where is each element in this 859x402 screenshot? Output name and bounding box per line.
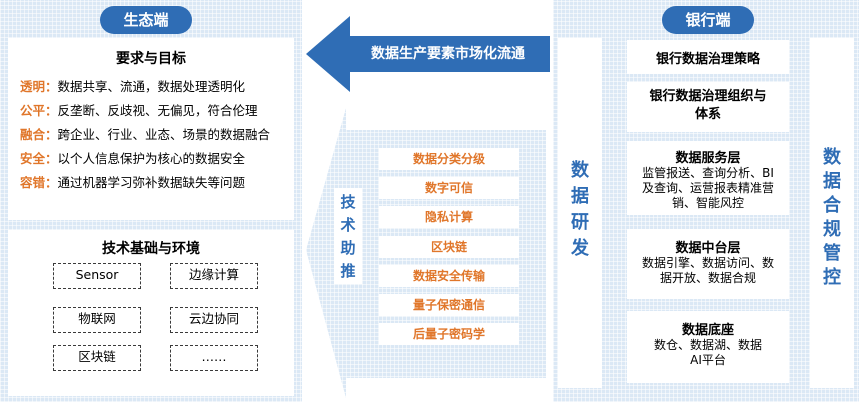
req-fusion: 融合：跨企业、行业、业态、场景的数据融合 <box>20 127 271 142</box>
foundation-title: 技术基础与环境 <box>102 241 200 257</box>
requirements-box: 要求与目标 透明：数据共享、流通，数据处理透明化 公平：反垄断、反歧视、无偏见，… <box>8 38 294 220</box>
tech-item-trust: 数字可信 <box>379 177 519 199</box>
tech-item-blockchain: 区块链 <box>379 236 519 258</box>
ecosystem-title: 生态端 <box>100 6 192 34</box>
req-security: 安全：以个人信息保护为核心的数据安全 <box>20 151 246 166</box>
foundation-item-sensor: Sensor <box>53 263 141 289</box>
foundation-box: 技术基础与环境 Sensor 边缘计算 物联网 云边协同 区块链 …… <box>8 230 294 396</box>
foundation-item-iot: 物联网 <box>53 307 141 333</box>
tech-item-postquantum: 后量子密码学 <box>379 323 519 345</box>
req-tolerance: 容错：通过机器学习弥补数据缺失等问题 <box>20 175 246 190</box>
bank-title: 银行端 <box>662 6 754 34</box>
middle-platform-box: 数据中台层 数据引擎、数据访问、数据开放、数据合规 <box>627 229 789 299</box>
bank-strategy-box: 银行数据治理策略 <box>627 40 789 74</box>
requirements-title: 要求与目标 <box>116 51 186 67</box>
tech-list: 数据分类分级 数字可信 隐私计算 区块链 数据安全传输 量子保密通信 后量子密码… <box>379 146 519 354</box>
tech-item-quantum: 量子保密通信 <box>379 294 519 316</box>
foundation-item-edge: 边缘计算 <box>170 263 258 289</box>
tech-item-privacy: 隐私计算 <box>379 206 519 228</box>
bank-org-box: 银行数据治理组织与体系 <box>627 82 789 132</box>
foundation-item-cloud-edge: 云边协同 <box>170 307 258 333</box>
market-flow-label: 数据生产要素市场化流通 <box>371 46 525 62</box>
tech-support-label: 技术助推 <box>334 188 362 284</box>
req-transparent: 透明：数据共享、流通，数据处理透明化 <box>20 79 246 94</box>
foundation-item-blockchain: 区块链 <box>53 345 141 371</box>
tech-item-classification: 数据分类分级 <box>379 148 519 170</box>
rnd-label: 数据研发 <box>558 38 602 388</box>
tech-item-transmission: 数据安全传输 <box>379 265 519 287</box>
compliance-label: 数据合规管控 <box>810 38 854 388</box>
market-flow-arrow <box>306 16 550 92</box>
data-base-box: 数据底座 数仓、数据湖、数据AI平台 <box>627 311 789 383</box>
service-layer-box: 数据服务层 监管报送、查询分析、BI及查询、运营报表精准营销、智能风控 <box>627 141 789 215</box>
foundation-item-more: …… <box>170 345 258 371</box>
req-fair: 公平：反垄断、反歧视、无偏见，符合伦理 <box>20 103 258 118</box>
